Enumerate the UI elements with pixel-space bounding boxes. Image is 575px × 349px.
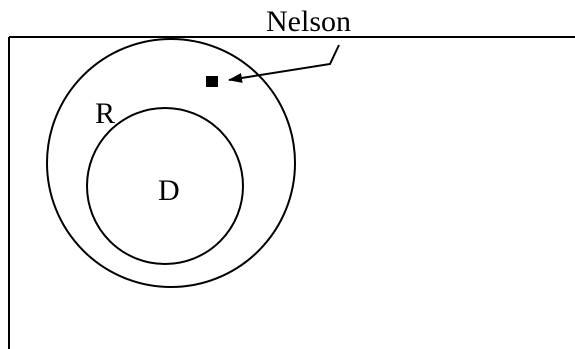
- callout-arrow: [228, 44, 340, 83]
- outer-circle-label: R: [95, 97, 115, 130]
- outer-circle: [46, 38, 296, 288]
- point-label: Nelson: [266, 5, 351, 38]
- point-marker: [206, 76, 218, 87]
- inner-circle-label: D: [158, 174, 180, 207]
- inner-circle: [86, 107, 244, 265]
